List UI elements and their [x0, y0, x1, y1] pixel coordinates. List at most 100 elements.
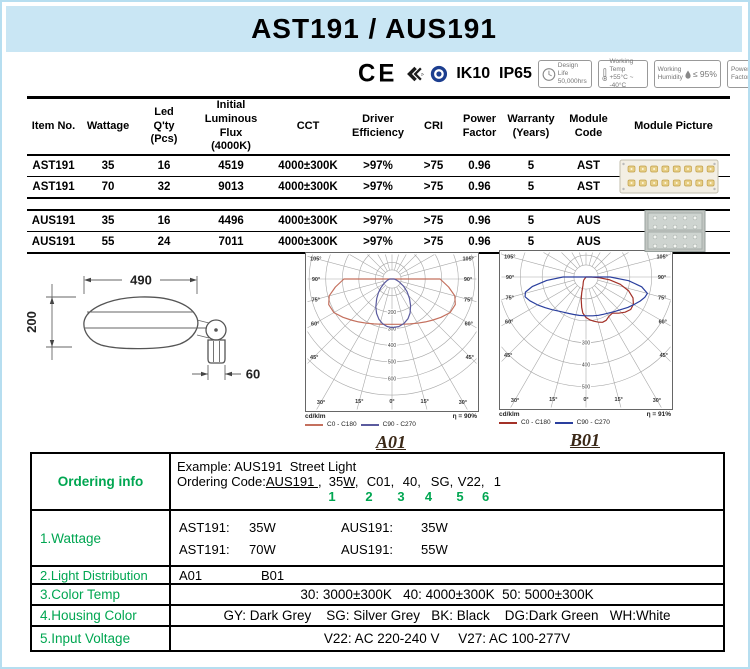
wattage-value: 70W	[249, 541, 276, 557]
row-label-housing-color: 4.Housing Color	[32, 606, 171, 625]
badge-value: ≤ 95%	[692, 68, 717, 79]
ordering-code-part: 40,	[402, 474, 421, 489]
svg-text:90°: 90°	[506, 275, 514, 281]
table-cell: AST191	[27, 156, 80, 177]
page-title: AST191 / AUS191	[251, 13, 497, 44]
svg-text:60°: 60°	[505, 319, 513, 325]
legend-label: C0 - C180	[521, 419, 551, 426]
spec-col-header: Module Code	[569, 112, 608, 139]
table-cell: 0.96	[468, 181, 491, 193]
table-cell: AST	[577, 181, 600, 193]
svg-text:400: 400	[582, 363, 591, 369]
ordering-table: Ordering info Example: AUS191 Street Lig…	[30, 452, 725, 652]
mount-bracket	[207, 339, 226, 364]
ordering-code-part: 1	[493, 474, 502, 489]
table-cell: 70	[101, 181, 115, 193]
legend-label: C90 - C270	[382, 421, 416, 428]
table-cell: 9013	[218, 181, 244, 193]
photometric-chart-a01: 0°15°15°30°30°45°45°60°60°75°75°90°90°10…	[305, 252, 479, 453]
module-picture	[644, 210, 706, 257]
svg-text:15°: 15°	[421, 399, 429, 405]
legend-swatch-c90	[554, 421, 573, 424]
svg-text:0°: 0°	[583, 397, 588, 403]
row-label-light-distribution: 2.Light Distribution	[32, 567, 171, 583]
color-temp-row: 3.Color Temp 30: 3000±300K 40: 4000±300K…	[32, 585, 723, 606]
ordering-code-part: SG,	[430, 474, 454, 489]
dimension-drawing: 490 200 60	[20, 262, 300, 417]
spec-col-header: Initial Luminous Flux (4000K)	[204, 99, 258, 153]
svg-text:90°: 90°	[312, 277, 320, 283]
svg-text:75°: 75°	[312, 297, 320, 303]
polar-plot: 0°15°15°30°30°45°45°60°60°75°75°90°90°10…	[305, 252, 479, 412]
working-humidity-badge: Working Humidity ≤ 95%	[653, 60, 721, 88]
badge-line: Humidity	[657, 74, 683, 81]
ce-mark-icon: CE	[358, 59, 398, 88]
table-cell: >97%	[346, 211, 410, 232]
chart-unit: cd/klm	[305, 413, 326, 420]
table-cell: 4496	[192, 211, 270, 232]
svg-text:45°: 45°	[310, 355, 318, 361]
row-label-input-voltage: 5.Input Voltage	[32, 627, 171, 650]
table-cell: >75	[410, 156, 457, 177]
droplet-icon	[685, 70, 691, 79]
thermometer-icon	[602, 67, 608, 81]
svg-text:15°: 15°	[355, 399, 363, 405]
luminaire-body	[83, 296, 199, 350]
ip-rating: IP65	[499, 65, 532, 82]
table-cell: 35	[80, 156, 136, 177]
svg-text:60°: 60°	[311, 321, 319, 327]
legend-swatch-c90	[360, 423, 379, 426]
clock-icon	[542, 67, 556, 81]
dim-height-label: 200	[24, 311, 39, 333]
chart-legend: cd/klm η = 90% C0 - C180 C90 - C270	[305, 413, 477, 428]
table-cell: >97%	[363, 181, 393, 193]
code-position-number: 2	[365, 489, 373, 504]
svg-text:300: 300	[582, 341, 591, 347]
table-cell: 5	[502, 156, 560, 177]
badge-line: +55°C ~ -40°C	[609, 74, 634, 89]
svg-text:90°: 90°	[464, 277, 472, 283]
svg-text:500: 500	[582, 384, 591, 390]
table-cell: 32	[157, 181, 171, 193]
table-cell: 24	[157, 236, 171, 248]
svg-text:15°: 15°	[549, 397, 557, 403]
code-position-number: 4	[424, 489, 433, 504]
module-picture	[619, 159, 719, 199]
ordering-code-model: AUS191	[265, 474, 318, 489]
svg-text:15°: 15°	[615, 397, 623, 403]
table-cell: AUS191	[27, 211, 80, 232]
polar-plot: 0°15°15°30°30°45°45°60°60°75°75°90°90°10…	[499, 250, 673, 410]
housing-color-row: 4.Housing Color GY: Dark Grey SG: Silver…	[32, 606, 723, 627]
spec-col-header: CCT	[296, 119, 320, 132]
housing-color-options: GY: Dark Grey SG: Silver Grey BK: Black …	[223, 608, 671, 623]
svg-text:45°: 45°	[466, 355, 474, 361]
svg-text:200: 200	[388, 310, 397, 316]
table-cell: 5	[502, 211, 560, 232]
svg-text:90°: 90°	[658, 275, 666, 281]
chart-title: A01	[375, 432, 406, 452]
spec-col-header: Warranty (Years)	[507, 112, 555, 139]
table-cell: 5	[527, 181, 535, 193]
code-position-number: 3	[397, 489, 405, 504]
table-cell: 4000±300K	[270, 211, 346, 232]
svg-text:500: 500	[388, 360, 397, 366]
svg-text:105°: 105°	[463, 257, 474, 263]
svg-text:75°: 75°	[464, 297, 472, 303]
spec-col-header: Power Factor	[462, 112, 497, 139]
table-cell: 4000±300K	[270, 156, 346, 177]
working-temp-badge: Working Temp +55°C ~ -40°C	[597, 58, 648, 89]
badge-line: Design Life	[557, 62, 579, 78]
table-cell: >97%	[346, 156, 410, 177]
table-cell: 7011	[218, 236, 244, 248]
table-cell: >97%	[363, 236, 393, 248]
table-cell: 4000±300K	[278, 181, 338, 193]
table-cell: 4519	[192, 156, 270, 177]
badge-line: Working	[657, 66, 682, 74]
